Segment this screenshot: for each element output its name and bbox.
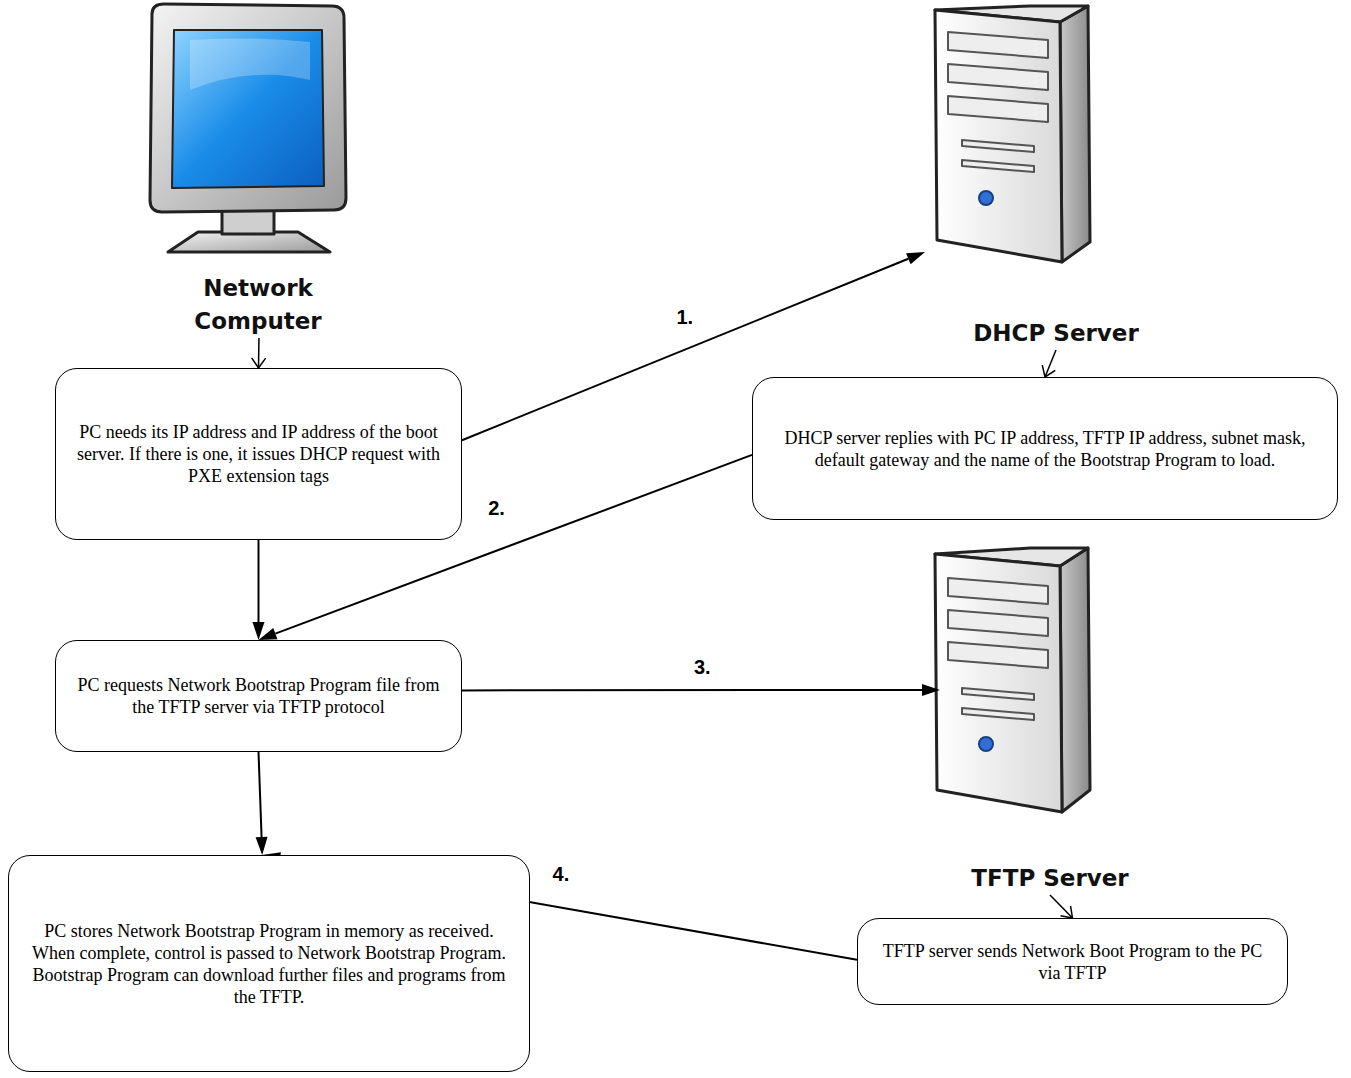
step-number: 4.: [550, 863, 573, 885]
process-box: TFTP server sends Network Boot Program t…: [857, 918, 1288, 1005]
device-name: TFTP Server: [971, 862, 1128, 895]
step-description: TFTP server sends Network Boot Program t…: [872, 940, 1273, 984]
process-box: PC needs its IP address and IP address o…: [55, 368, 462, 540]
flow-arrow: [253, 540, 265, 640]
process-box: DHCP server replies with PC IP address, …: [752, 377, 1338, 520]
server-label: TFTP Server: [940, 545, 1160, 895]
flow-arrow: [256, 752, 268, 855]
process-box: PC requests Network Bootstrap Program fi…: [55, 640, 462, 752]
flow-arrow: [462, 684, 940, 696]
step-number: 1.: [674, 306, 697, 328]
flow-arrow: [1050, 895, 1073, 918]
step-description: DHCP server replies with PC IP address, …: [767, 427, 1323, 471]
step-number: 2.: [485, 497, 508, 519]
flow-arrow: [1042, 350, 1056, 377]
device-name: Network Computer: [140, 272, 376, 338]
device-name: DHCP Server: [973, 317, 1139, 350]
dhcp-server-icon: [935, 6, 1090, 262]
monitor-icon: [150, 4, 346, 252]
tftp-server-icon: [935, 548, 1090, 812]
flow-arrow: [252, 338, 266, 368]
server-label: DHCP Server: [925, 0, 1187, 350]
step-description: PC needs its IP address and IP address o…: [70, 421, 447, 487]
process-box: PC stores Network Bootstrap Program in m…: [8, 855, 530, 1072]
computer-label: Network Computer: [140, 0, 376, 338]
step-number: 3.: [691, 656, 714, 678]
step-description: PC stores Network Bootstrap Program in m…: [23, 920, 515, 1008]
step-description: PC requests Network Bootstrap Program fi…: [70, 674, 447, 718]
